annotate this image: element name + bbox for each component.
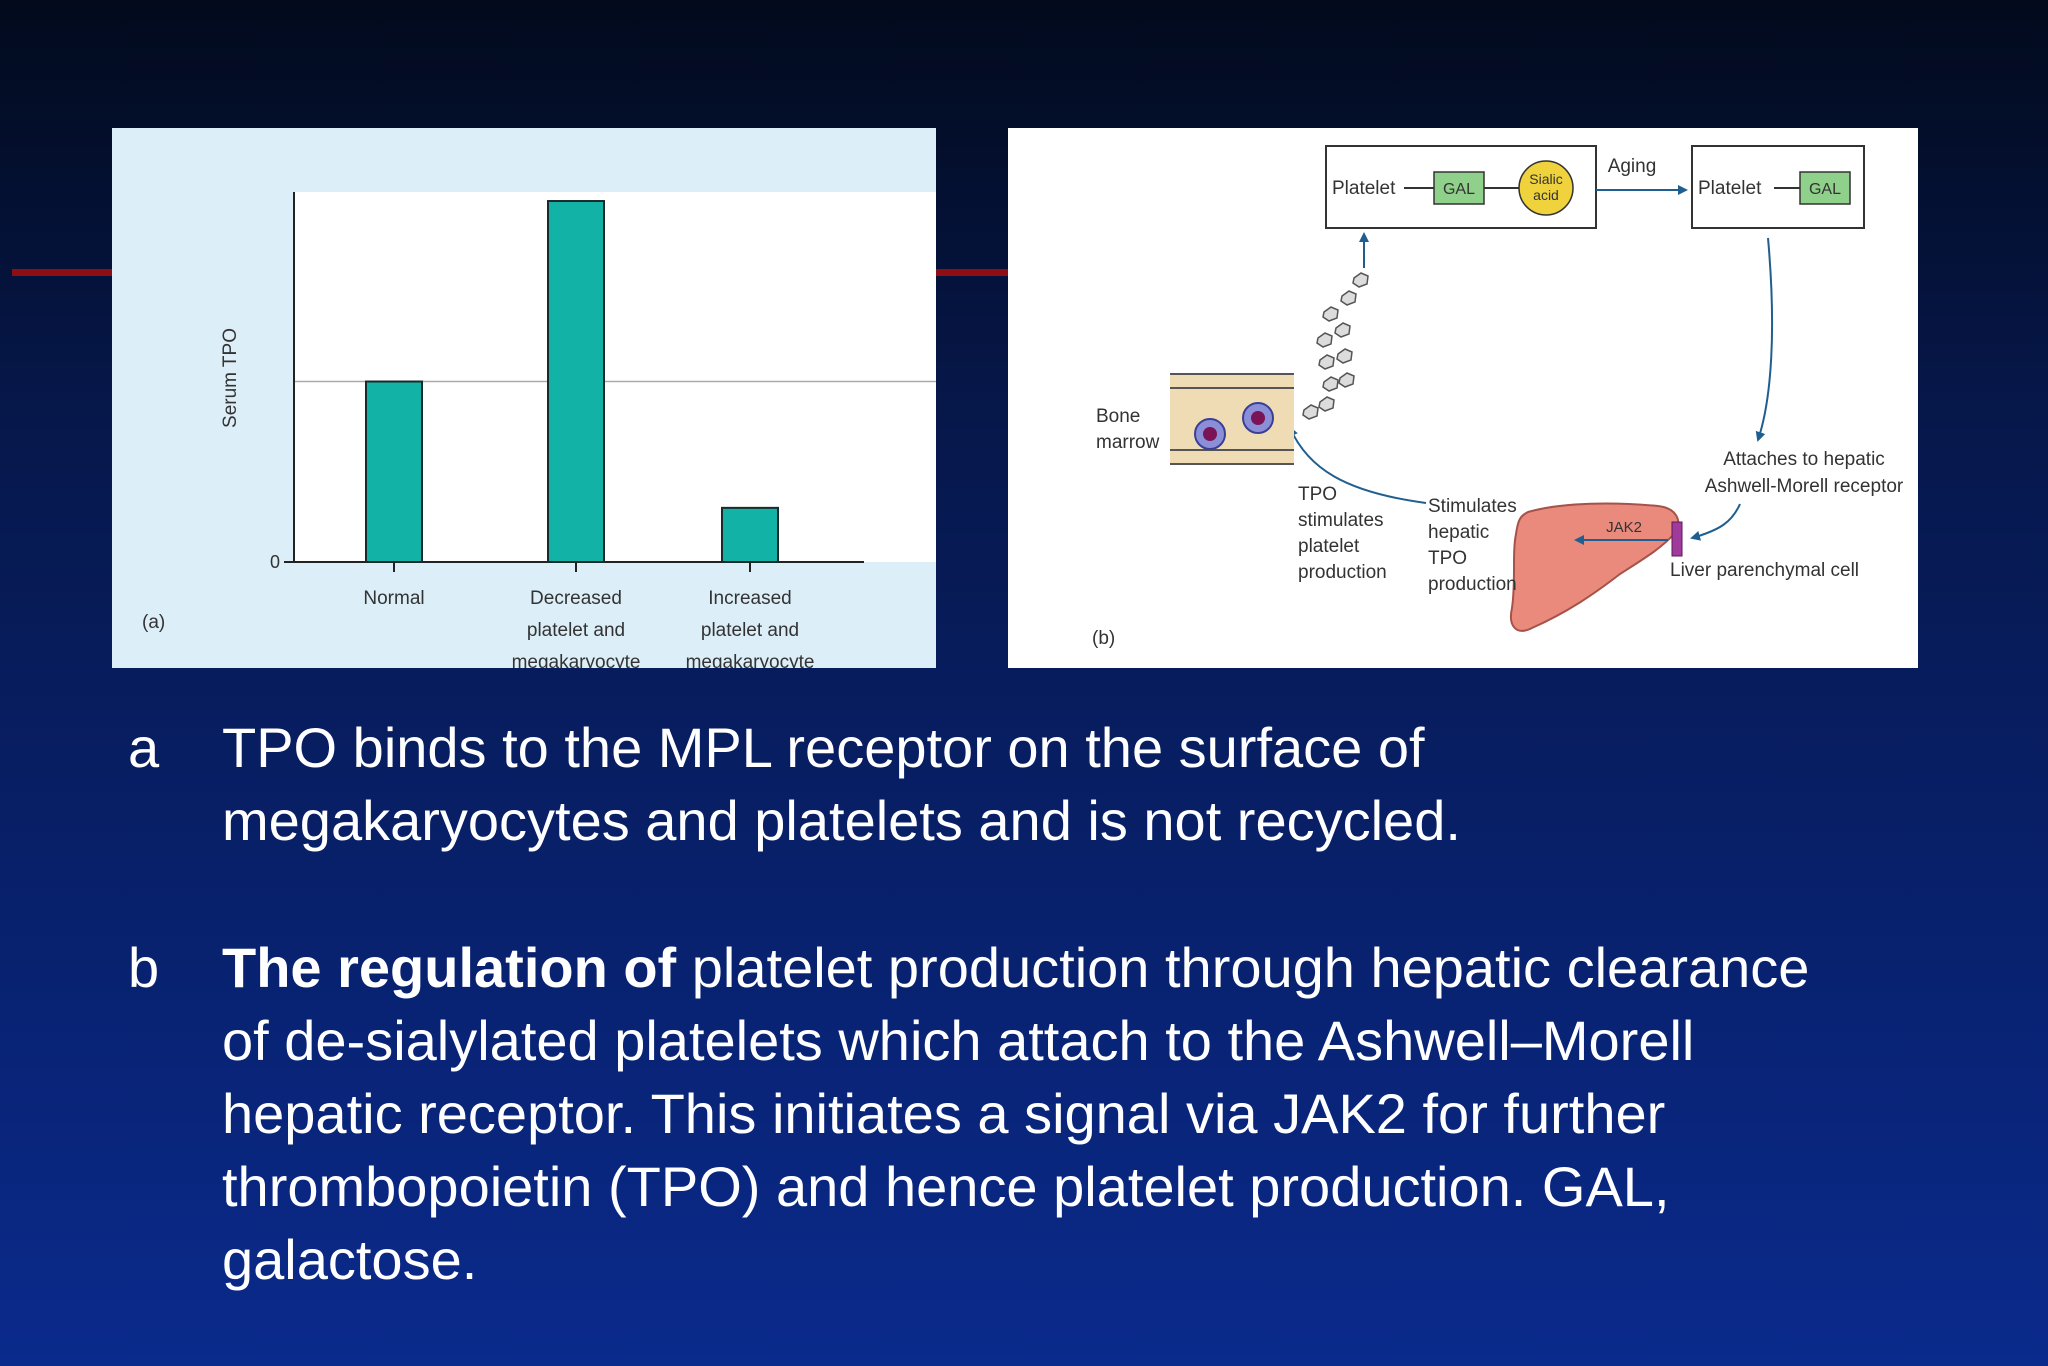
- aging-label: Aging: [1608, 156, 1657, 177]
- sialic-label-line2: acid: [1533, 187, 1559, 203]
- caption-a-line2: megakaryocytes and platelets and is not …: [222, 789, 1461, 852]
- stimulates-hepatic-line3: TPO: [1428, 548, 1467, 569]
- ashwell-morell-receptor: [1671, 521, 1683, 557]
- bar: [721, 506, 779, 564]
- gal-box-1: [1433, 171, 1485, 205]
- caption-b-text: The regulation of platelet production th…: [222, 931, 1982, 1296]
- category-label: megakaryocyte: [686, 652, 815, 668]
- stimulates-hepatic-line2: hepatic: [1428, 522, 1489, 543]
- platelet-particle: [1334, 322, 1351, 338]
- tpo-arrow-to-marrow: [1288, 426, 1427, 504]
- liver-cell-label: Liver parenchymal cell: [1670, 560, 1859, 581]
- gal-box-2: [1799, 171, 1851, 205]
- megakaryocyte-nucleus: [1251, 411, 1265, 425]
- caption-a-letter: a: [128, 716, 160, 779]
- figure-panel-b: Platelet GAL Sialic acid Aging Platelet …: [1008, 128, 1918, 668]
- attach-arrow: [1755, 237, 1774, 442]
- platelet-particle: [1322, 306, 1339, 322]
- platelet-regulation-diagram: Platelet GAL Sialic acid Aging Platelet …: [1092, 145, 1904, 649]
- caption-b-line1: The regulation of platelet production th…: [222, 931, 1982, 1004]
- bone-marrow-label-line2: marrow: [1096, 432, 1160, 453]
- gal-label-2: GAL: [1809, 181, 1841, 198]
- platelet-particle: [1322, 376, 1339, 392]
- stimulates-hepatic-line1: Stimulates: [1428, 496, 1517, 517]
- platelet-label-1: Platelet: [1332, 178, 1396, 199]
- platelet-particle: [1318, 354, 1335, 370]
- caption-a-line1: TPO binds to the MPL receptor on the sur…: [222, 716, 1425, 779]
- tpo-stimulates-line2: stimulates: [1298, 510, 1384, 531]
- category-label: platelet and: [701, 620, 799, 641]
- tpo-stimulates-line3: platelet: [1298, 536, 1360, 557]
- caption-b-line5: galactose.: [222, 1228, 478, 1291]
- y-axis-label: Serum TPO: [220, 328, 241, 428]
- bar: [365, 380, 423, 563]
- caption-b-letter: b: [128, 936, 160, 999]
- platelet-particle: [1316, 332, 1333, 348]
- platelet-particle: [1302, 404, 1319, 420]
- caption-b-bold: The regulation of: [222, 936, 677, 999]
- platelet-particle: [1340, 290, 1357, 306]
- panel-label-b: (b): [1092, 628, 1115, 649]
- liver-shape: [1510, 502, 1680, 632]
- tpo-stimulates-line4: production: [1298, 562, 1387, 583]
- category-label: platelet and: [527, 620, 625, 641]
- y-tick-label: 0: [270, 552, 280, 572]
- stimulates-hepatic-line4: production: [1428, 574, 1517, 595]
- caption-a-text: TPO binds to the MPL receptor on the sur…: [222, 711, 1982, 857]
- category-label: Increased: [708, 588, 791, 609]
- caption-b-line4: thrombopoietin (TPO) and hence platelet …: [222, 1155, 1670, 1218]
- megakaryocyte-nucleus: [1203, 427, 1217, 441]
- category-label: Decreased: [530, 588, 622, 609]
- platelet-particle: [1352, 272, 1369, 288]
- jak2-label: JAK2: [1606, 519, 1642, 536]
- caption-b-line3: hepatic receptor. This initiates a signa…: [222, 1082, 1666, 1145]
- caption-b-line2: of de-sialylated platelets which attach …: [222, 1009, 1695, 1072]
- platelet-particle: [1318, 396, 1335, 412]
- caption-b-line1-rest: platelet production through hepatic clea…: [676, 936, 1810, 999]
- platelet-particle: [1336, 348, 1353, 364]
- attaches-label-line2: Ashwell-Morell receptor: [1705, 476, 1904, 497]
- gal-label-1: GAL: [1443, 181, 1475, 198]
- attach-arrow-2: [1690, 503, 1741, 541]
- sialic-label-line1: Sialic: [1529, 171, 1562, 187]
- category-label: megakaryocyte: [512, 652, 641, 668]
- bar: [547, 200, 605, 564]
- platelet-particle: [1338, 372, 1355, 388]
- bone-marrow-label-line1: Bone: [1096, 406, 1140, 427]
- released-platelets: [1302, 272, 1369, 420]
- panel-label-a: (a): [142, 612, 165, 633]
- category-label: Normal: [363, 588, 424, 609]
- attaches-label-line1: Attaches to hepatic: [1723, 449, 1885, 470]
- sialic-acid-circle: [1518, 160, 1574, 216]
- platelet-label-2: Platelet: [1698, 178, 1762, 199]
- tpo-stimulates-line1: TPO: [1298, 484, 1337, 505]
